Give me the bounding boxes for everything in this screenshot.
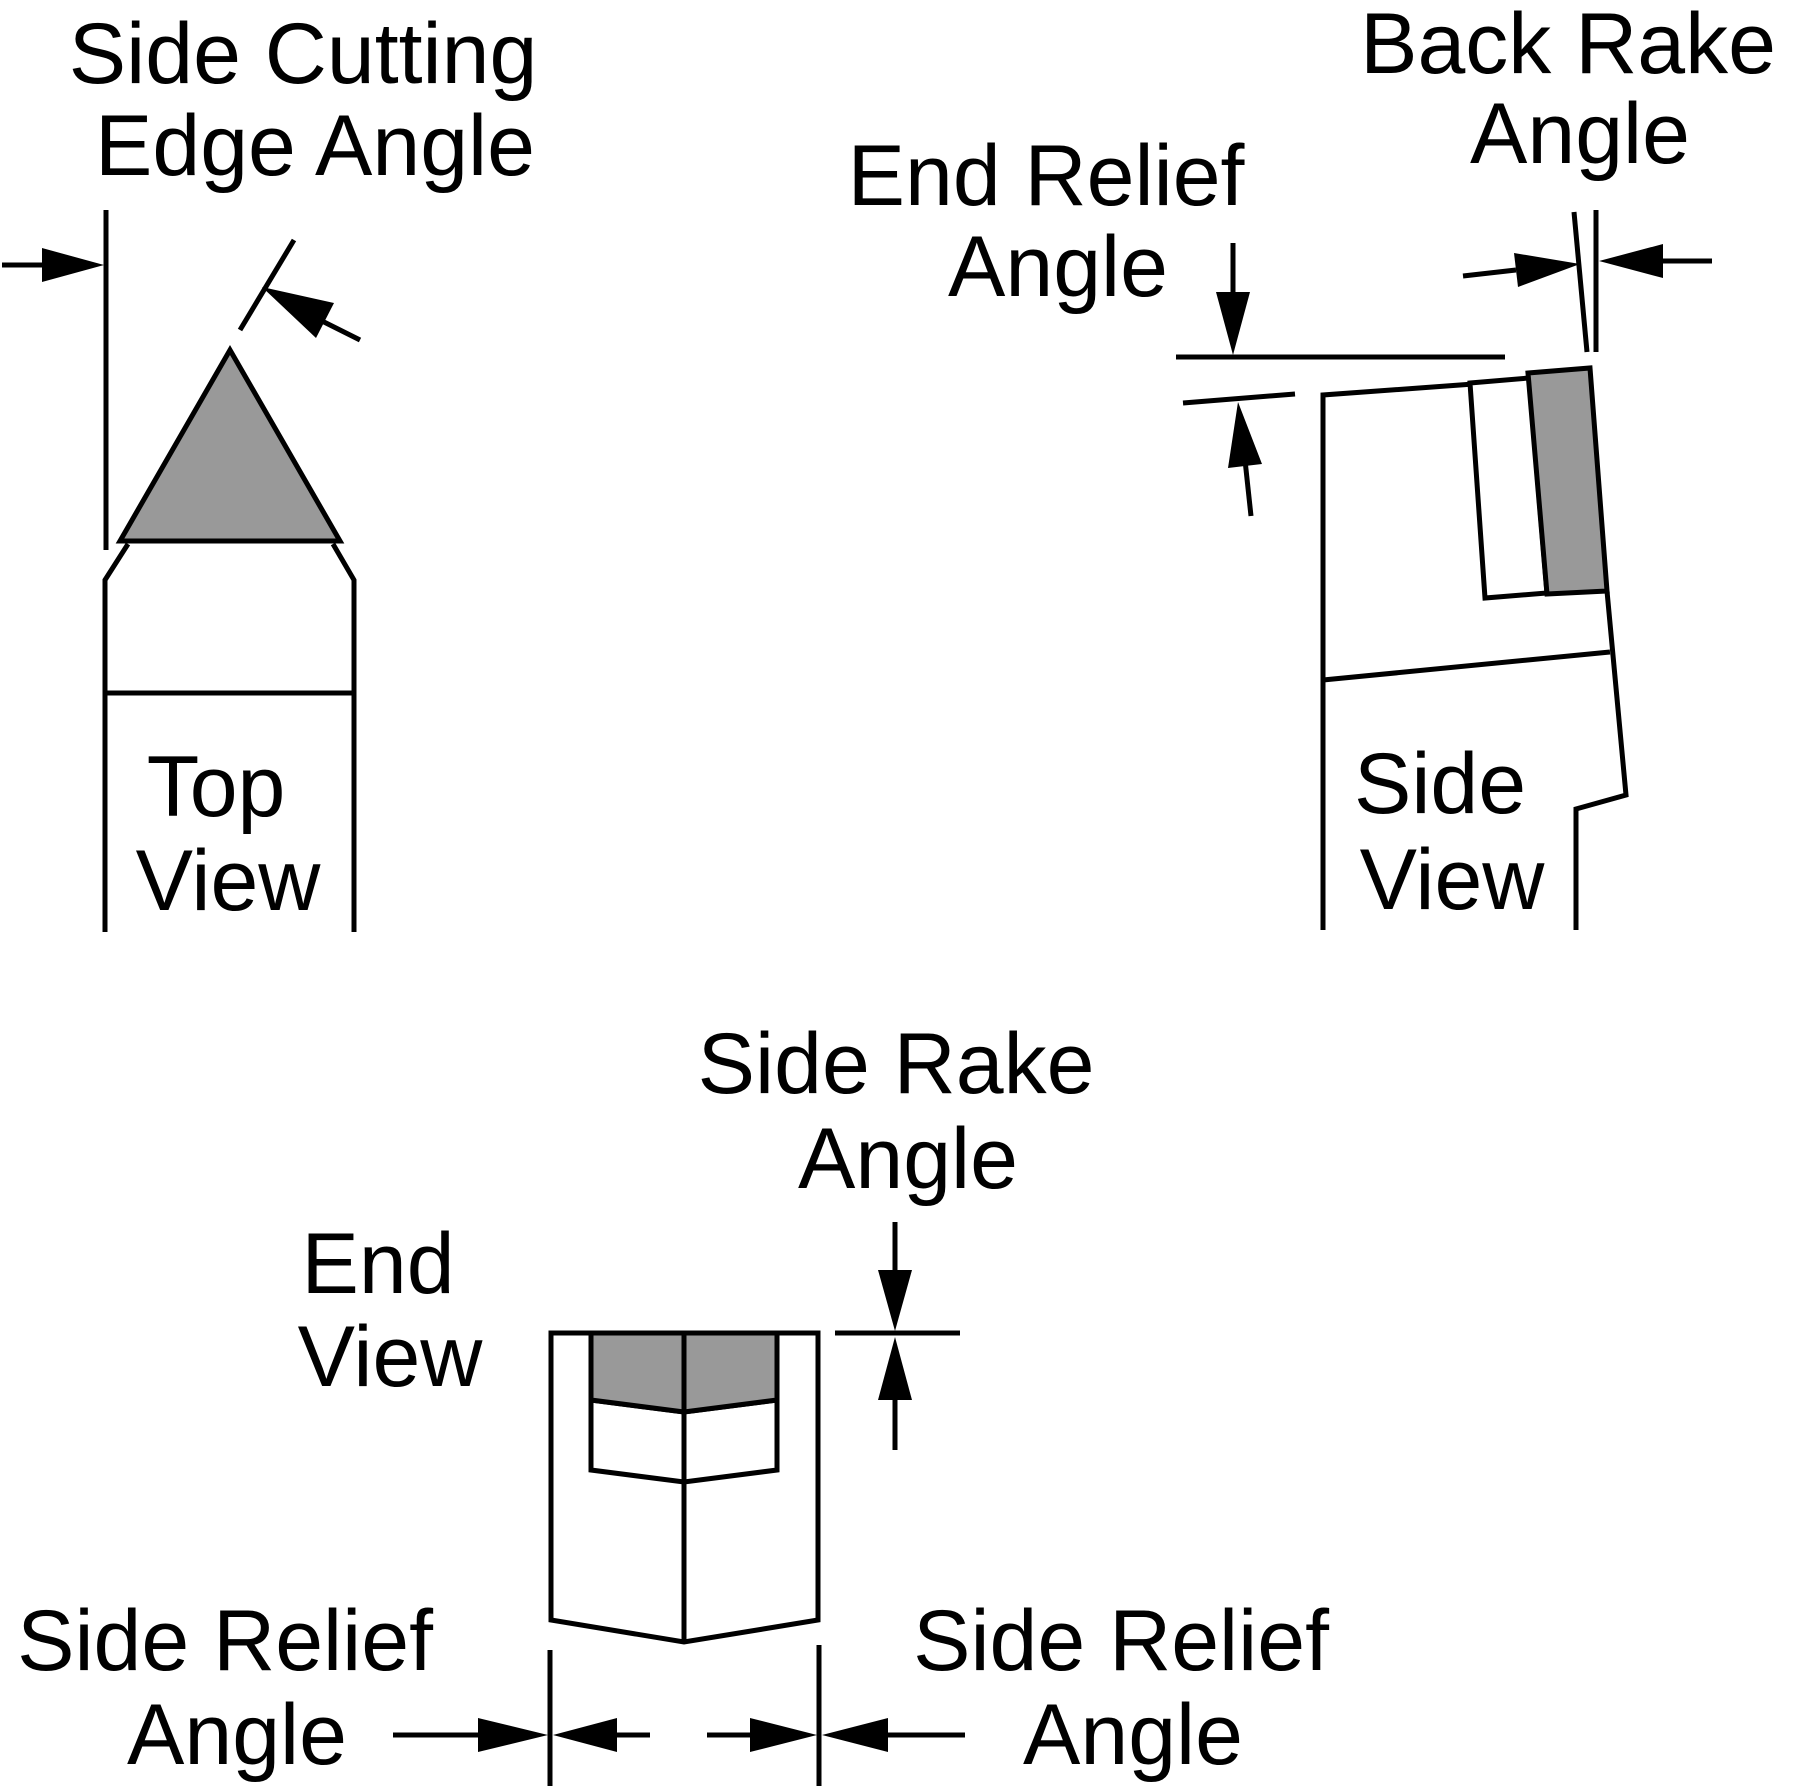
end-relief-angle-label: End Relief Angle: [848, 128, 1269, 315]
side-view-body-outline: [1320, 377, 1529, 930]
side-view-body-right-edge: [1573, 590, 1629, 930]
back-rake-left-arrow-line: [1462, 267, 1517, 279]
side-relief-left-arrowhead-a: [478, 1718, 548, 1752]
end-view: Side Rake Angle End View Side Relief Ang…: [17, 1016, 1353, 1786]
back-rake-angle-label: Back Rake Angle: [1360, 0, 1800, 182]
side-relief-angle-left-label: Side Relief Angle: [17, 1593, 457, 1783]
top-view-angled-arrowhead: [262, 287, 334, 338]
top-view-shank-left-edge: [102, 542, 131, 932]
side-rake-top-arrowhead: [878, 1270, 912, 1331]
top-view-angled-extension: [237, 238, 297, 332]
top-view-label: Top View: [136, 739, 322, 929]
back-rake-right-arrowhead: [1599, 244, 1663, 278]
top-view: Side Cutting Edge Angle Top View: [2, 6, 561, 932]
side-relief-angle-right-label: Side Relief Angle: [913, 1593, 1353, 1783]
top-view-shank-right-edge: [330, 542, 357, 932]
side-view-label: Side View: [1354, 736, 1550, 928]
side-view-body-divider: [1322, 649, 1611, 683]
side-relief-right-arrowhead-a: [750, 1718, 817, 1752]
top-view-insert: [115, 344, 345, 544]
side-rake-angle-label: Side Rake Angle: [698, 1016, 1119, 1207]
end-relief-bottom-arrowhead: [1228, 402, 1262, 468]
back-rake-left-arrowhead: [1514, 253, 1580, 287]
side-rake-bottom-arrowhead: [878, 1337, 912, 1400]
end-relief-top-arrowhead: [1216, 292, 1250, 355]
side-view-insert: [1525, 365, 1610, 597]
side-view: Back Rake Angle End Relief Angle Side Vi…: [848, 0, 1800, 930]
back-rake-angled-line: [1571, 211, 1590, 353]
end-view-label: End View: [298, 1216, 484, 1405]
end-relief-angled-line: [1182, 391, 1296, 406]
side-relief-left-arrowhead-b: [553, 1718, 617, 1752]
side-relief-right-arrowhead-b: [822, 1718, 888, 1752]
side-cutting-edge-angle-label: Side Cutting Edge Angle: [69, 6, 561, 194]
end-relief-bottom-arrow-line: [1242, 459, 1254, 517]
top-view-arrowhead: [42, 248, 104, 282]
